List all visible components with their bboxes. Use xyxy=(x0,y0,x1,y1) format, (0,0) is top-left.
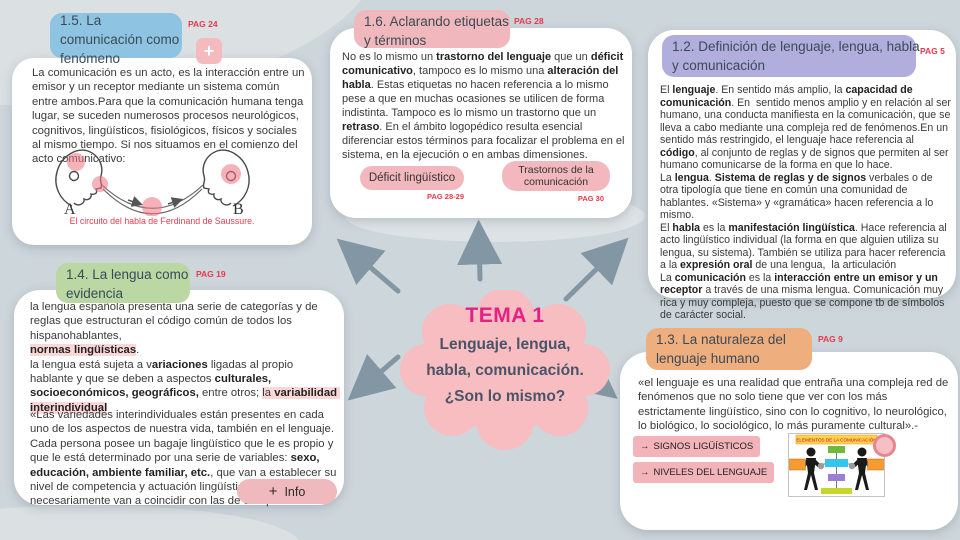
topic-chip-1-6[interactable] xyxy=(354,10,510,48)
topic-chip-1-5[interactable] xyxy=(50,13,182,58)
page-ref-1-2: PAG 5 xyxy=(920,46,945,56)
page-ref-1-5: PAG 24 xyxy=(188,19,218,29)
topic-chip-1-2[interactable] xyxy=(662,35,916,77)
arrow-to-card-1-4 xyxy=(347,353,401,401)
minifig-title: ELEMENTOS DE LA COMUNICACIÓN xyxy=(796,437,876,443)
info-label: Info xyxy=(284,484,306,499)
link-niveles-del-lenguaje[interactable]: → NIVELES DEL LENGUAJE xyxy=(633,462,775,483)
pink-circle-marker xyxy=(873,434,896,457)
card-1-5-body: La comunicación es un acto, es la intera… xyxy=(32,67,305,166)
central-topic-node[interactable]: TEMA 1 Lenguaje, lengua, habla, comunica… xyxy=(400,290,610,450)
card-1-3-title[interactable]: 1.3. La naturaleza del lenguaje humano xyxy=(656,332,786,366)
figure-caption: El circuito del habla de Ferdinand de Sa… xyxy=(69,216,255,226)
arrow-right-icon: → xyxy=(640,467,650,478)
arrow-to-card-1-2 xyxy=(563,237,629,302)
central-topic-title: TEMA 1 xyxy=(465,304,545,327)
card-1-5-comunicacion-como-fenomeno: 1.5. La comunicación como fenómeno PAG 2… xyxy=(12,13,312,245)
flower-shape xyxy=(400,290,610,450)
card-1-4-body-1: la lengua española presenta una serie de… xyxy=(30,301,341,414)
link-signos-linguisticos[interactable]: → SIGNOS LIGÜÍSTICOS xyxy=(633,436,761,457)
card-1-4-lengua-como-evidencia: 1.4. La lengua como evidencia PAG 19 la … xyxy=(14,263,344,507)
card-1-2-title[interactable]: 1.2. Definición de lenguaje, lengua, hab… xyxy=(672,39,920,73)
link-label: NIVELES DEL LENGUAJE xyxy=(653,467,768,478)
pill-deficit-linguistico[interactable]: Déficit lingüístico xyxy=(360,166,464,190)
card-1-6-aclarando-etiquetas: 1.6. Aclarando etiquetas y términos PAG … xyxy=(330,10,632,218)
card-1-5-title[interactable]: 1.5. La comunicación como fenómeno xyxy=(60,13,180,66)
more-info-button[interactable]: + Info xyxy=(237,479,337,504)
arrow-right-icon: → xyxy=(640,441,650,452)
arrow-to-card-1-6 xyxy=(457,219,503,282)
plus-icon: + xyxy=(203,40,215,61)
card-1-2-definicion: 1.2. Definición de lenguaje, lengua, hab… xyxy=(648,30,956,321)
add-button[interactable]: + xyxy=(196,38,222,64)
card-1-4-title[interactable]: 1.4. La lengua como evidencia xyxy=(66,267,189,301)
card-1-2-body: El lenguaje. En sentido más amplio, la c… xyxy=(660,84,954,321)
central-topic-subtitle: Lenguaje, lengua, habla, comunicación. ¿… xyxy=(426,336,584,405)
communication-elements-figure: ELEMENTOS DE LA COMUNICACIÓN xyxy=(788,433,885,497)
figure-label-b: B xyxy=(233,201,244,216)
card-1-6-title[interactable]: 1.6. Aclarando etiquetas y términos xyxy=(364,14,509,48)
page-ref-pill-2: PAG 30 xyxy=(577,194,604,203)
link-label: SIGNOS LIGÜÍSTICOS xyxy=(653,441,754,452)
page-ref-1-6: PAG 28 xyxy=(514,16,544,26)
arrow-to-card-1-5 xyxy=(336,238,401,294)
figure-label-a: A xyxy=(64,201,76,216)
card-1-6-body: No es lo mismo un trastorno del lenguaje… xyxy=(342,51,628,161)
page-ref-1-3: PAG 9 xyxy=(818,334,843,344)
page-ref-1-4: PAG 19 xyxy=(196,269,226,279)
topic-chip-1-4[interactable] xyxy=(56,263,190,303)
plus-icon: + xyxy=(268,483,278,500)
card-1-3-naturaleza-lenguaje: 1.3. La naturaleza del lenguaje humano P… xyxy=(620,328,958,530)
pill-trastornos-comunicacion[interactable]: Trastornos de la comunicación xyxy=(502,161,610,191)
topic-chip-1-3[interactable] xyxy=(646,328,812,370)
page-ref-pill-1: PAG 28-29 xyxy=(427,192,464,201)
saussure-circuit-figure: A B xyxy=(55,149,250,216)
